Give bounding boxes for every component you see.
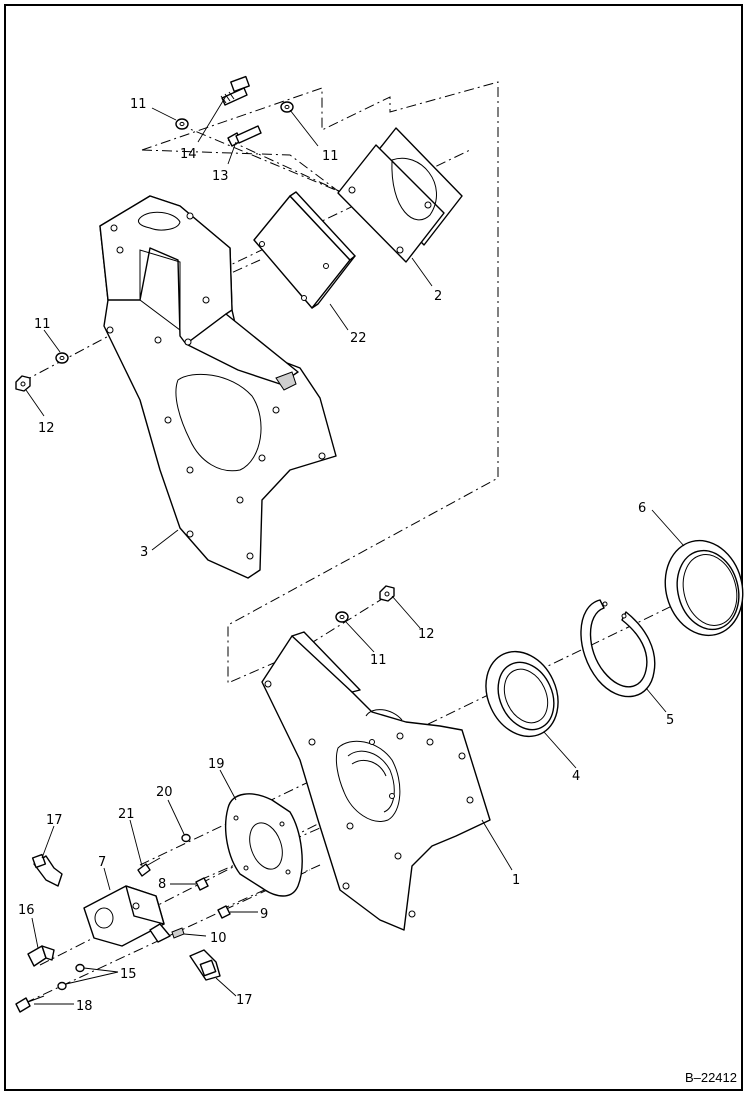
bolt-13 [227,125,262,147]
block-22 [253,191,356,309]
washer-20 [181,833,191,843]
callout-11: 11 [130,97,147,112]
nut-12-left [15,375,31,392]
callout-9: 9 [260,907,268,922]
callout-3: 3 [140,545,148,560]
pin-10 [171,927,185,939]
plate-2 [337,127,463,263]
callout-5: 5 [666,713,674,728]
callout-11: 11 [34,317,51,332]
callout-8: 8 [158,877,166,892]
callout-13: 13 [212,169,229,184]
callout-15: 15 [120,967,137,982]
plug-8 [195,877,209,891]
callout-20: 20 [156,785,173,800]
callout-19: 19 [208,757,225,772]
bracket-3 [99,195,337,579]
callout-7: 7 [98,855,106,870]
callout-2: 2 [434,289,442,304]
nut-12-lower [379,585,395,602]
leader-lines [25,95,685,1005]
washer-11-top-right [280,101,294,113]
callout-16: 16 [18,903,35,918]
callout-17: 17 [46,813,63,828]
snap-ring-5 [580,599,656,698]
seal-4 [485,650,559,738]
callout-22: 22 [350,331,367,346]
elbow-17-bottom [189,949,221,981]
block-7 [83,885,171,947]
callout-10: 10 [210,931,227,946]
callout-12: 12 [418,627,435,642]
bolt-18 [15,995,45,1013]
screw-21 [137,857,161,877]
callout-18: 18 [76,999,93,1014]
callout-1: 1 [512,873,520,888]
drawing-frame [4,4,743,1091]
callout-labels: 11 14 13 11 2 22 11 12 3 6 12 11 4 5 1 1… [18,97,674,1014]
callout-12: 12 [38,421,55,436]
plug-9 [217,905,231,919]
washer-11-lower [335,611,349,623]
elbow-17-top [31,853,63,887]
callout-6: 6 [638,501,646,516]
plate-1 [261,631,491,931]
bearing-6 [664,539,744,637]
bolt-14 [220,75,250,106]
callout-4: 4 [572,769,580,784]
drawing-reference-code: B–22412 [684,1070,737,1085]
callout-11: 11 [322,149,339,164]
fitting-16 [27,945,55,967]
washer-11-left [55,352,69,364]
callout-11: 11 [370,653,387,668]
callout-21: 21 [118,807,135,822]
flange-19 [225,793,303,897]
callout-14: 14 [180,147,197,162]
washer-11-top-left [175,118,189,130]
callout-17: 17 [236,993,253,1008]
